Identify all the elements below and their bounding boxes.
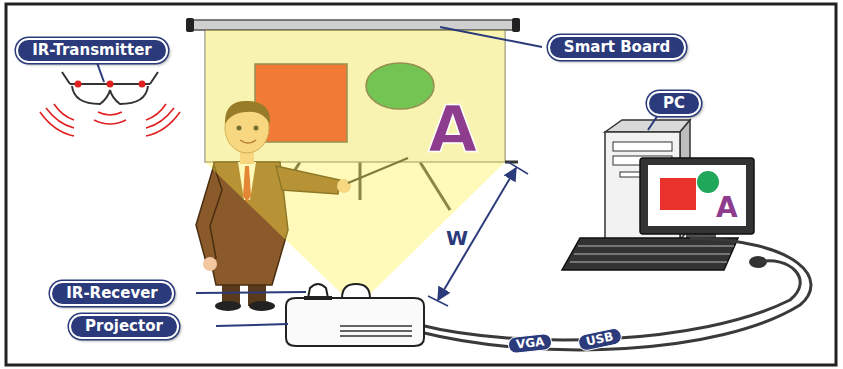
label-text: VGA [515,334,545,352]
leader-lines [96,27,660,326]
label-text: IR-Transmitter [32,41,152,59]
callout-label: Smart Board [548,35,686,60]
dimension-label: W [446,228,468,248]
callout-label: IR-Transmitter [16,38,168,63]
dimension-line [438,168,516,300]
ir-receiver [308,284,328,298]
label-text: Smart Board [564,38,670,56]
label-text: IR-Recever [66,284,158,302]
label-text: Projector [85,317,163,335]
ir-transmitter-glasses [40,72,180,136]
screen-letter: A [716,194,738,222]
callout-label: Projector [69,314,179,339]
label-text: USB [585,329,615,349]
callout-label: IR-Recever [50,281,174,306]
frame [6,4,836,365]
callout-label: PC [647,91,701,116]
projection-beam [205,30,505,298]
projector [286,284,424,346]
pc-monitor [640,158,754,240]
label-text: PC [663,94,685,112]
board-letter: A [428,98,478,162]
board-roller [190,20,516,30]
